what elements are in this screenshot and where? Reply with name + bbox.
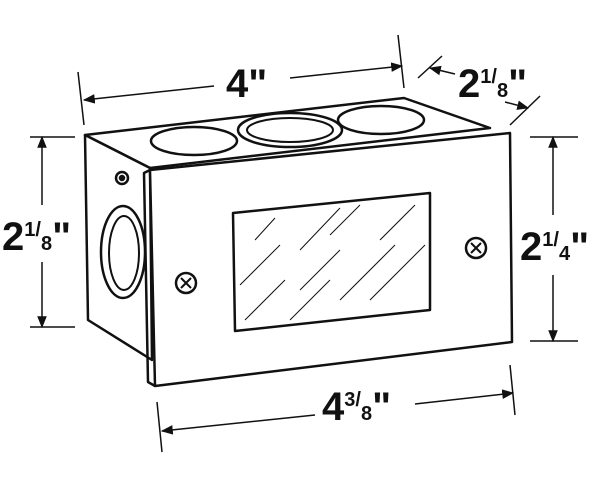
glass-reflection-lines [239,204,426,321]
side-knockout-inner [108,215,140,291]
dim-left-height: 21/8" [2,215,71,259]
dim-right-height: 21/4" [520,225,589,269]
glass-window [231,191,432,333]
screw-left-icon [174,271,198,295]
dim-top-width: 4" [226,62,267,106]
dim-depth: 21/8" [458,62,527,106]
screw-right-icon [464,236,488,260]
top-knockout-left [149,125,239,157]
top-knockout-right [336,104,426,136]
top-knockout-center-inner [246,117,334,143]
dim-bottom-width: 43/8" [322,385,391,429]
